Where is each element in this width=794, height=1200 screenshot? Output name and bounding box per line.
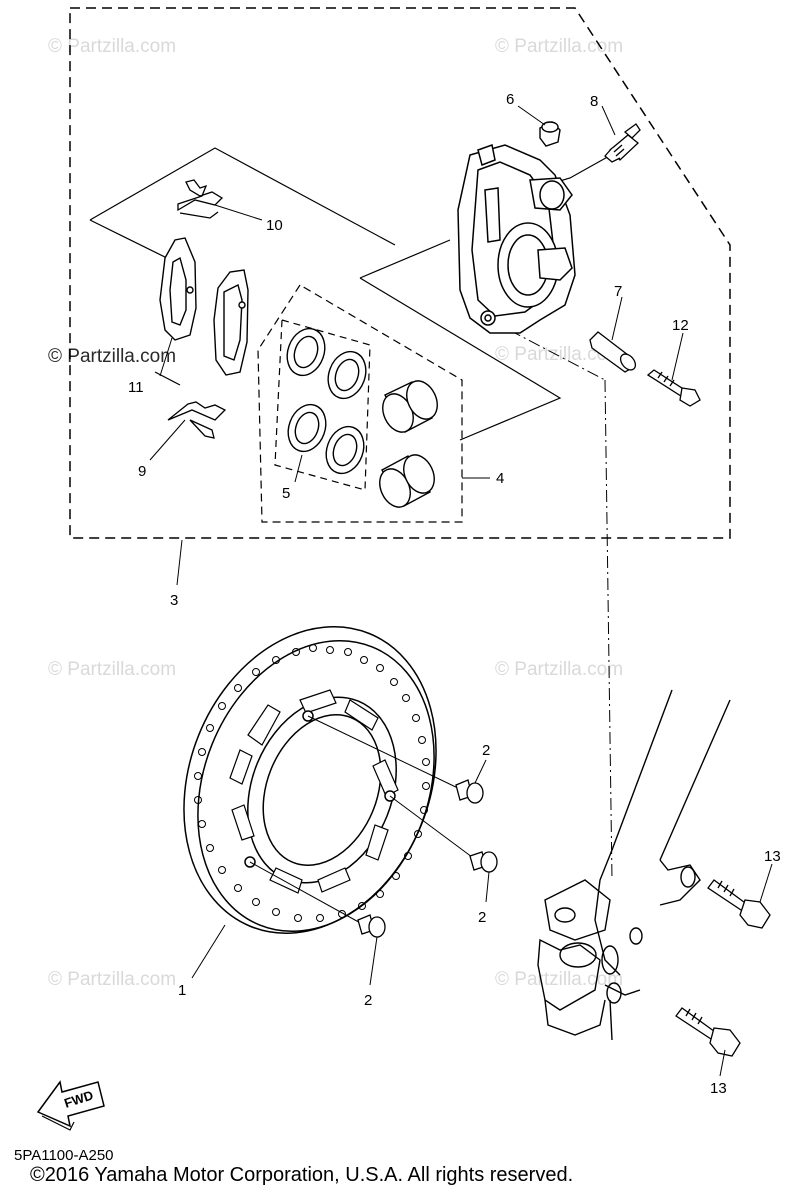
callout-9: 9 <box>138 463 146 480</box>
watermark-lower-left: © Partzilla.com <box>48 659 176 680</box>
callout-2-lower: 2 <box>364 992 372 1009</box>
brake-disc <box>183 626 437 934</box>
caliper-mount-bolts <box>675 879 771 1057</box>
callout-13-lower: 13 <box>710 1080 727 1097</box>
caliper-pistons <box>379 380 438 508</box>
leader-lines <box>149 105 773 1077</box>
callout-2-middle: 2 <box>478 909 486 926</box>
watermark-top-left: © Partzilla.com <box>48 36 176 57</box>
disc-bolts <box>357 779 498 938</box>
callout-7: 7 <box>614 283 622 300</box>
callout-6: 6 <box>506 91 514 108</box>
callout-12: 12 <box>672 317 689 334</box>
bleed-screw <box>604 123 641 163</box>
mounting-guide-line <box>604 379 613 881</box>
watermark-dark: © Partzilla.com <box>48 346 176 367</box>
diagram-code: 5PA1100-A250 <box>14 1147 114 1164</box>
piston-seal-boundary <box>274 319 371 491</box>
watermark-mid-right: © Partzilla.com <box>495 344 623 365</box>
callout-11: 11 <box>128 379 144 396</box>
front-fork <box>537 689 731 1041</box>
pad-pin <box>589 331 637 373</box>
copyright-notice: ©2016 Yamaha Motor Corporation, U.S.A. A… <box>30 1164 574 1186</box>
pad-spring-lower <box>167 401 227 439</box>
callout-8: 8 <box>590 93 598 110</box>
brake-pads <box>159 237 249 376</box>
callout-1: 1 <box>178 982 186 999</box>
pad-support-upper <box>177 179 224 219</box>
caliper-bolt-small <box>646 369 701 407</box>
watermark-bottom-right: © Partzilla.com <box>495 969 623 990</box>
piston-seals <box>286 327 367 475</box>
callout-13-upper: 13 <box>764 848 781 865</box>
watermarks: © Partzilla.com © Partzilla.com © Partzi… <box>48 36 623 990</box>
callout-5: 5 <box>282 485 290 502</box>
callout-4: 4 <box>496 470 504 487</box>
callout-10: 10 <box>266 217 283 234</box>
watermark-lower-right: © Partzilla.com <box>495 659 623 680</box>
caliper-body <box>457 144 576 334</box>
forward-arrow-icon: FWD <box>36 1080 105 1131</box>
bleed-cap <box>539 121 561 147</box>
watermark-top-right: © Partzilla.com <box>495 36 623 57</box>
caliper-assembly-boundary <box>69 7 731 539</box>
watermark-bottom-left: © Partzilla.com <box>48 969 176 990</box>
disc-bolt-guides <box>249 715 477 926</box>
callout-2-upper: 2 <box>482 742 490 759</box>
callout-3: 3 <box>170 592 178 609</box>
callout-numbers: 6 8 10 11 9 7 12 4 5 3 2 2 2 1 13 13 <box>128 91 781 1097</box>
